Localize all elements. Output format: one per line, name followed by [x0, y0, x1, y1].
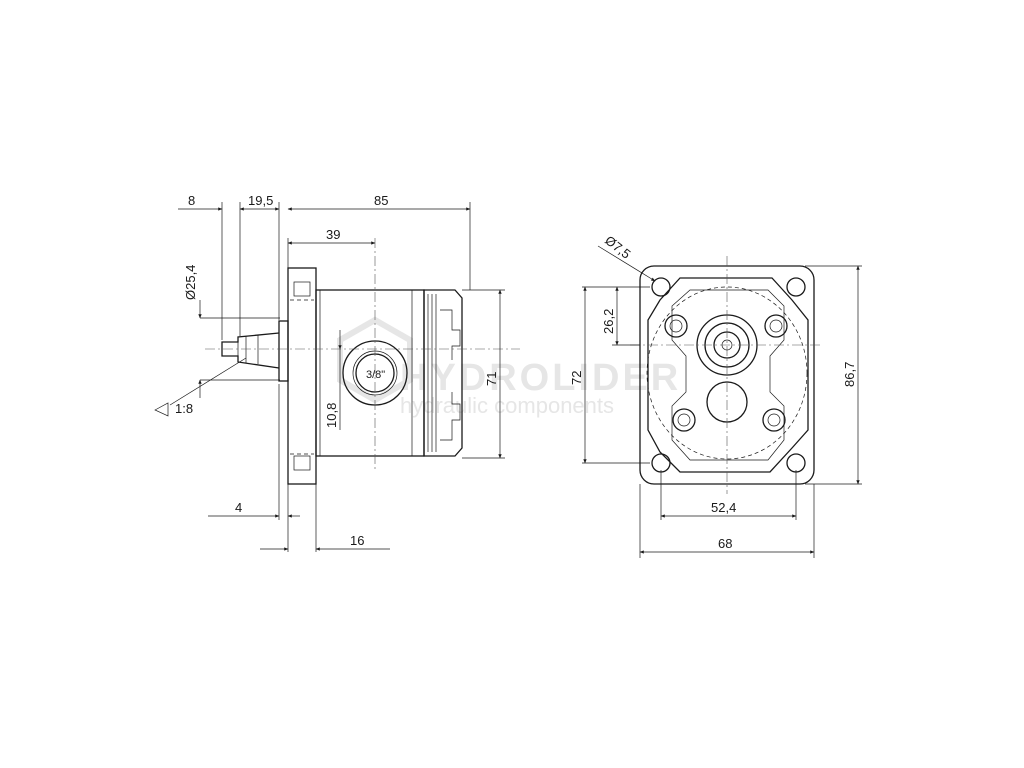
tapered-shaft	[221, 332, 280, 369]
dim-72: 72	[569, 371, 584, 385]
dim-10-8: 10,8	[324, 403, 339, 428]
dim-86-7: 86,7	[842, 362, 857, 387]
flange-slot-top	[293, 281, 311, 297]
dim-52-4: 52,4	[711, 500, 736, 515]
watermark-brand: HYDROLIDER	[400, 357, 681, 399]
port-size-label: 3/8"	[366, 369, 385, 381]
spigot	[278, 320, 289, 382]
mount-hole-tl	[651, 277, 671, 297]
dim-taper: 1:8	[175, 401, 193, 416]
dim-dia-25-4: Ø25,4	[183, 265, 198, 300]
dim-85: 85	[374, 193, 388, 208]
dim-dia-7-5: Ø7,5	[602, 233, 633, 262]
mount-hole-br	[786, 453, 806, 473]
rear-cover	[423, 289, 463, 457]
flange-slot-bottom	[293, 455, 311, 471]
dim-71: 71	[484, 372, 499, 386]
mount-hole-tr	[786, 277, 806, 297]
front-view: Ø7,5 26,2 72 86,7 52,4 68	[569, 233, 862, 558]
dim-8: 8	[188, 193, 195, 208]
mount-hole-bl	[651, 453, 671, 473]
dim-39: 39	[326, 227, 340, 242]
flange	[287, 267, 317, 485]
dim-26-2: 26,2	[601, 309, 616, 334]
dim-4: 4	[235, 500, 242, 515]
body-outline	[647, 277, 809, 473]
side-view: 3/8" 8 19,5 85 39 Ø25,4	[154, 193, 520, 552]
dim-19-5: 19,5	[248, 193, 273, 208]
dim-16: 16	[350, 533, 364, 548]
watermark: HYDROLIDER hydraulic components	[337, 316, 681, 418]
dim-68: 68	[718, 536, 732, 551]
